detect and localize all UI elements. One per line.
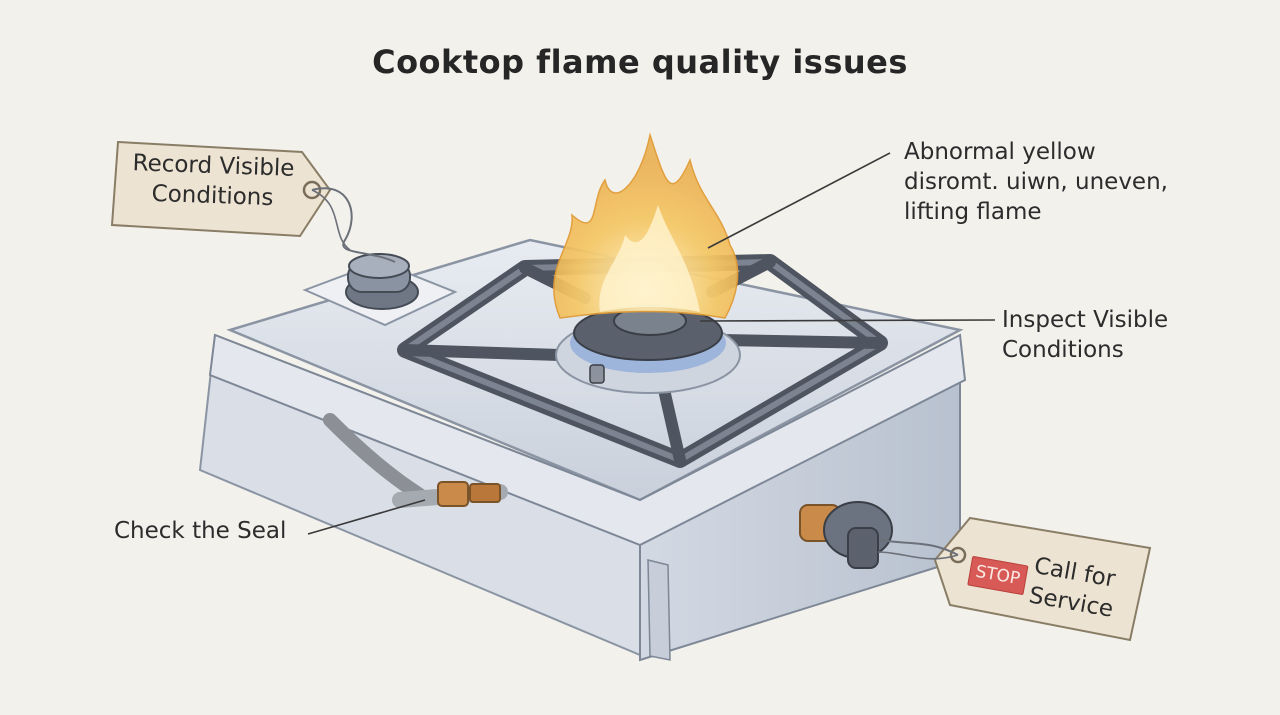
callout-inspect: Inspect Visible Conditions: [1002, 307, 1169, 363]
record-tag: [110, 140, 396, 263]
leader-inspect: [699, 319, 996, 322]
burner: [555, 305, 741, 394]
tag-eyelet: [949, 546, 967, 564]
service-tag: [877, 516, 1152, 642]
stop-badge: STOP: [967, 555, 1029, 596]
gas-valve-knob: [799, 501, 893, 569]
callout-yellow-flame: Abnormal yellow disromt. uiwn, uneven, l…: [904, 139, 1168, 225]
yellow-flame: [553, 132, 739, 319]
gas-pipe: [323, 413, 508, 508]
page-title: Cooktop flame quality issues: [372, 43, 908, 81]
tag-eyelet: [302, 180, 322, 200]
callout-leaders: [307, 152, 996, 535]
record-tag-label: Record Visible Conditions: [132, 150, 295, 211]
leader-seal: [307, 499, 426, 535]
control-knob-left: [302, 253, 458, 327]
callout-check-seal: Check the Seal: [114, 518, 287, 544]
seal-fitting: [437, 481, 469, 507]
leader-yellow-flame: [707, 152, 891, 249]
